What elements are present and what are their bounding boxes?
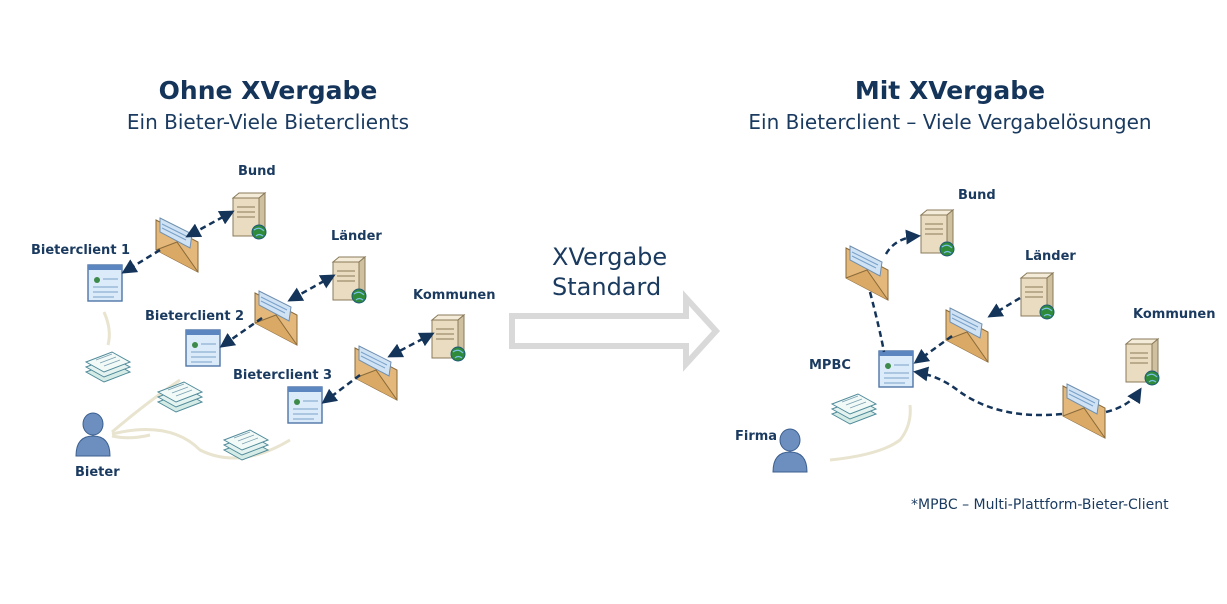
- bieterclient-1-icon: [87, 264, 123, 302]
- bieterclient-3-icon: [287, 386, 323, 424]
- transition-arrow: [509, 290, 721, 372]
- envelope-icon: [845, 245, 889, 301]
- envelope-icon: [155, 217, 199, 273]
- footnote: *MPBC – Multi-Plattform-Bieter-Client: [911, 497, 1169, 513]
- documents-icon: [85, 351, 131, 383]
- server-kommunen-icon: [1125, 338, 1160, 386]
- right-subtitle: Ein Bieterclient – Viele Vergabelösungen: [748, 110, 1152, 134]
- server-laender-icon: [332, 256, 367, 304]
- mpbc-client-icon: [878, 350, 914, 388]
- label-bieterclient-1: Bieterclient 1: [31, 243, 131, 258]
- server-bund-icon: [232, 192, 267, 240]
- left-subtitle: Ein Bieter-Viele Bieterclients: [126, 110, 410, 134]
- label-bund-left: Bund: [238, 164, 276, 179]
- label-mpbc: MPBC: [809, 358, 851, 373]
- label-laender-left: Länder: [331, 229, 382, 244]
- envelope-icon: [354, 345, 398, 401]
- standard-label-line2: Standard: [552, 273, 662, 301]
- label-kommunen-right: Kommunen: [1133, 307, 1216, 322]
- label-bund-right: Bund: [958, 188, 996, 203]
- left-title: Ohne XVergabe: [158, 76, 378, 105]
- server-laender-icon: [1020, 272, 1055, 320]
- right-title: Mit XVergabe: [854, 76, 1046, 105]
- standard-label-line1: XVergabe: [552, 243, 668, 271]
- label-bieterclient-3: Bieterclient 3: [233, 368, 333, 383]
- documents-icon: [831, 393, 877, 425]
- bieter-person-icon: [75, 412, 111, 457]
- documents-icon: [223, 429, 269, 461]
- server-kommunen-icon: [431, 314, 466, 362]
- bieterclient-2-icon: [185, 329, 221, 367]
- envelope-icon: [1062, 383, 1106, 439]
- firma-person-icon: [772, 428, 808, 473]
- label-firma: Firma: [735, 429, 778, 444]
- documents-icon: [157, 381, 203, 413]
- label-bieterclient-2: Bieterclient 2: [145, 309, 245, 324]
- envelope-icon: [945, 307, 989, 363]
- label-laender-right: Länder: [1025, 249, 1076, 264]
- server-bund-icon: [920, 209, 955, 257]
- label-bieter: Bieter: [75, 465, 120, 480]
- label-kommunen-left: Kommunen: [413, 288, 496, 303]
